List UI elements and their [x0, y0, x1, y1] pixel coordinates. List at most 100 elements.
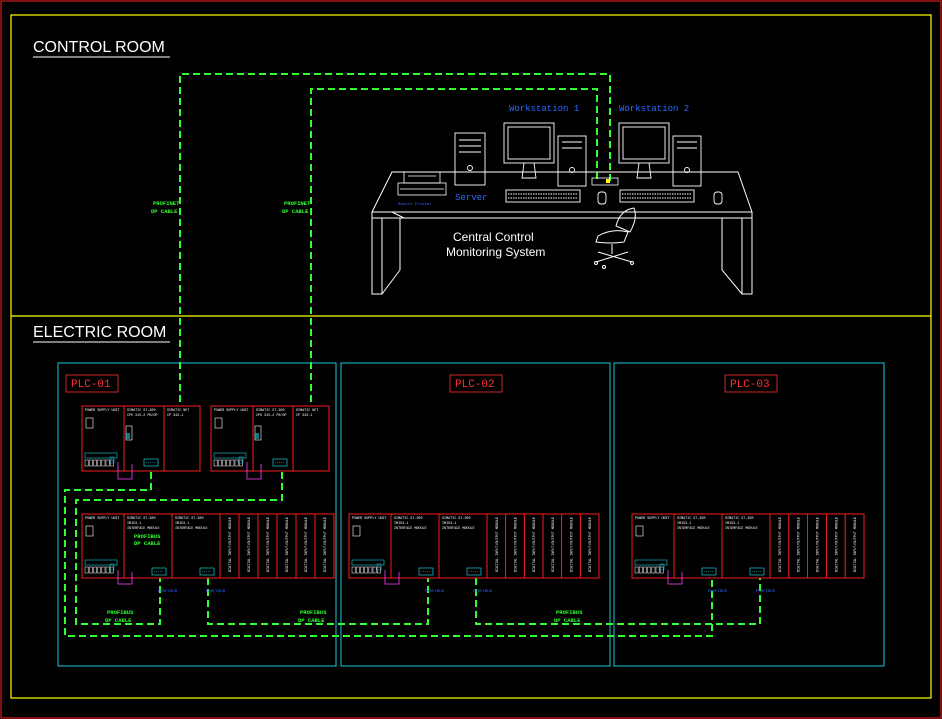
printer-label: Report Printer — [398, 202, 432, 207]
plc03-et200-psu-term-1 — [638, 566, 643, 574]
plc01-cpu-b-psu-term-4 — [230, 459, 235, 467]
plc01-et200-io-label-5: DIGITAL INPUT/OUTPUT MODULE — [323, 517, 328, 572]
server-label: Server — [455, 193, 487, 203]
plc01-cpu-b-cpu-sub: CPU 315-2 PN/DP — [256, 413, 287, 418]
plc02-et200-psu-term-1 — [355, 566, 360, 574]
plc01-cpu-b-cp-sub: CP 343-1 — [296, 414, 312, 418]
plc01-cpu-b-cp — [292, 405, 330, 472]
plc03-et200-im2-title: SIMATIC S7-300 — [725, 517, 754, 521]
plc02-et200-io-label-3: DIGITAL INPUT/OUTPUT MODULE — [551, 517, 556, 572]
chair-wheel-3 — [602, 265, 606, 269]
plc03-et200-im1-sub: IM153-1 — [677, 522, 691, 526]
plc03-et200-psu-label: POWER SUPPLY UNIT — [635, 517, 670, 521]
plc01-et200-io-label-1: DIGITAL INPUT/OUTPUT MODULE — [247, 517, 252, 572]
plc03-et200-psu-term-2 — [643, 566, 647, 574]
plc01-et200-im1-type: INTERFACE MODULE — [127, 527, 160, 531]
desk-leg-right-side — [721, 218, 743, 295]
chair-wheel-1 — [594, 261, 598, 265]
plc01-et200-port-b — [199, 567, 215, 576]
profinet-cable-b — [310, 88, 598, 402]
plc02-et200-io-label-0: DIGITAL INPUT/OUTPUT MODULE — [495, 517, 500, 572]
ws2-stand — [636, 162, 652, 179]
plc01-et200-io-5 — [314, 513, 335, 579]
plc02-et200-psu-terminal — [351, 559, 385, 566]
plc02-et200-psu-term-3 — [364, 566, 369, 574]
plc01-et200-psu-term-3 — [97, 566, 102, 574]
plc01-et200-psu-term-1 — [88, 566, 93, 574]
plc03-et200-port-a — [701, 567, 717, 576]
plc02-et200-io-label-5: DIGITAL INPUT/OUTPUT MODULE — [588, 517, 593, 572]
plc01-et200-im2-title: SIMATIC S7-300 — [175, 517, 204, 521]
plc02-et200-psu-label: POWER SUPPLY UNIT — [352, 517, 387, 521]
plc03-et200-psu-term-5 — [655, 566, 660, 574]
ws2-mouse — [713, 191, 723, 205]
plc02-et200-psu-term-0 — [351, 566, 356, 574]
plc01-cpu-b-psu-term-0 — [213, 459, 218, 467]
workstation-2 — [618, 122, 723, 205]
plc02-et200-im2-type: INTERFACE MODULE — [442, 527, 475, 531]
plc01-cpu-b-cpu-title: SIMATIC S7-300 — [256, 409, 285, 413]
plc01-et200-io-label-3: DIGITAL INPUT/OUTPUT MODULE — [285, 517, 290, 572]
plc01-cpu-a-psu-term-4 — [101, 459, 106, 467]
profinet-label-b-2: DP CABLE — [282, 208, 309, 215]
plc01-et200-port-a — [151, 567, 167, 576]
plc01-cpu-a-cp — [163, 405, 201, 472]
plc-02-panel — [340, 362, 611, 667]
plc01-cpu-a-cpu-led — [126, 433, 130, 439]
plc02-et200-mpi-wire — [384, 570, 400, 585]
plc03-et200-port-a-tag: PROFIBUS — [708, 590, 728, 594]
plc01-et200-im2-type: INTERFACE MODULE — [175, 527, 208, 531]
plc03-et200-im1-type: INTERFACE MODULE — [677, 527, 710, 531]
plc01-et200-im1-sub: IM153-1 — [127, 522, 141, 526]
ws1-monitor — [503, 122, 555, 164]
ws2-tower — [672, 135, 702, 187]
profinet-cable-a — [179, 73, 611, 402]
plc03-et200-io-label-2: DIGITAL INPUT/OUTPUT MODULE — [816, 517, 821, 572]
plc03-et200-port-b — [749, 567, 765, 576]
plc02-et200-port-b-tag: PROFIBUS — [473, 590, 493, 594]
plc-01-tag — [65, 374, 119, 393]
plc01-et200-psu-label: POWER SUPPLY UNIT — [85, 517, 120, 521]
plc03-et200-psu-led — [659, 563, 665, 571]
plc01-cpu-a-psu-term-0 — [84, 459, 89, 467]
control-room-title: CONTROL ROOM — [33, 39, 165, 56]
ws1-screen — [507, 126, 551, 160]
plc01-et200-psu-term-0 — [84, 566, 89, 574]
plc01-et200-psu-display — [85, 525, 94, 537]
plc03-et200-psu-term-4 — [651, 566, 656, 574]
system-caption-line1: Central Control — [453, 230, 534, 244]
ws1-tower — [557, 135, 587, 187]
plc02-et200-io-label-4: DIGITAL INPUT/OUTPUT MODULE — [570, 517, 575, 572]
desk-leg-left-side — [381, 218, 401, 295]
profibus-label-1a: PROFIBUS — [107, 609, 134, 616]
plc03-et200-im2-type: INTERFACE MODULE — [725, 527, 758, 531]
plc02-et200-port-a-tag: PROFIBUS — [425, 590, 445, 594]
plc01-et200-psu-led — [109, 563, 115, 571]
plc01-et200-io-label-2: DIGITAL INPUT/OUTPUT MODULE — [266, 517, 271, 572]
drawing-frame — [10, 14, 932, 699]
plc02-et200-im2-sub: IM153-1 — [442, 522, 456, 526]
plc01-cpu-b-cpu-led — [255, 433, 259, 439]
plc01-cpu-b-psu-terminal — [213, 452, 247, 459]
plc01-cpu-a-mpi-wire — [117, 462, 133, 480]
plc02-et200-im1-sub: IM153-1 — [394, 522, 408, 526]
profinet-label-a-1: PROFINET — [153, 200, 180, 207]
plc01-cpu-a-cpu-title: SIMATIC S7-300 — [127, 409, 156, 413]
plc01-cpu-a-psu-label: POWER SUPPLY UNIT — [85, 409, 120, 413]
plc01-cpu-a-psu-led — [109, 456, 115, 464]
plc03-et200-io-label-4: DIGITAL INPUT/OUTPUT MODULE — [853, 517, 858, 572]
profibus-label-3a: PROFIBUS — [556, 609, 583, 616]
electric-room-title: ELECTRIC ROOM — [33, 324, 166, 341]
plc-01-panel — [57, 362, 337, 667]
plc03-et200-psu-terminal — [634, 559, 668, 566]
desk-leg-left — [371, 218, 383, 295]
plc01-cpu-a-psu-term-3 — [97, 459, 102, 467]
plc02-et200-psu-led — [376, 563, 382, 571]
profibus-label-2b: DP CABLE — [298, 617, 325, 624]
ws2-screen — [622, 126, 666, 160]
ws1-button — [569, 167, 575, 173]
plc01-cpu-a-cpu-sub: CPU 315-2 PN/DP — [127, 413, 158, 418]
plc03-et200-psu-term-3 — [647, 566, 652, 574]
plc01-et200-im1-title: SIMATIC S7-300 — [127, 517, 156, 521]
